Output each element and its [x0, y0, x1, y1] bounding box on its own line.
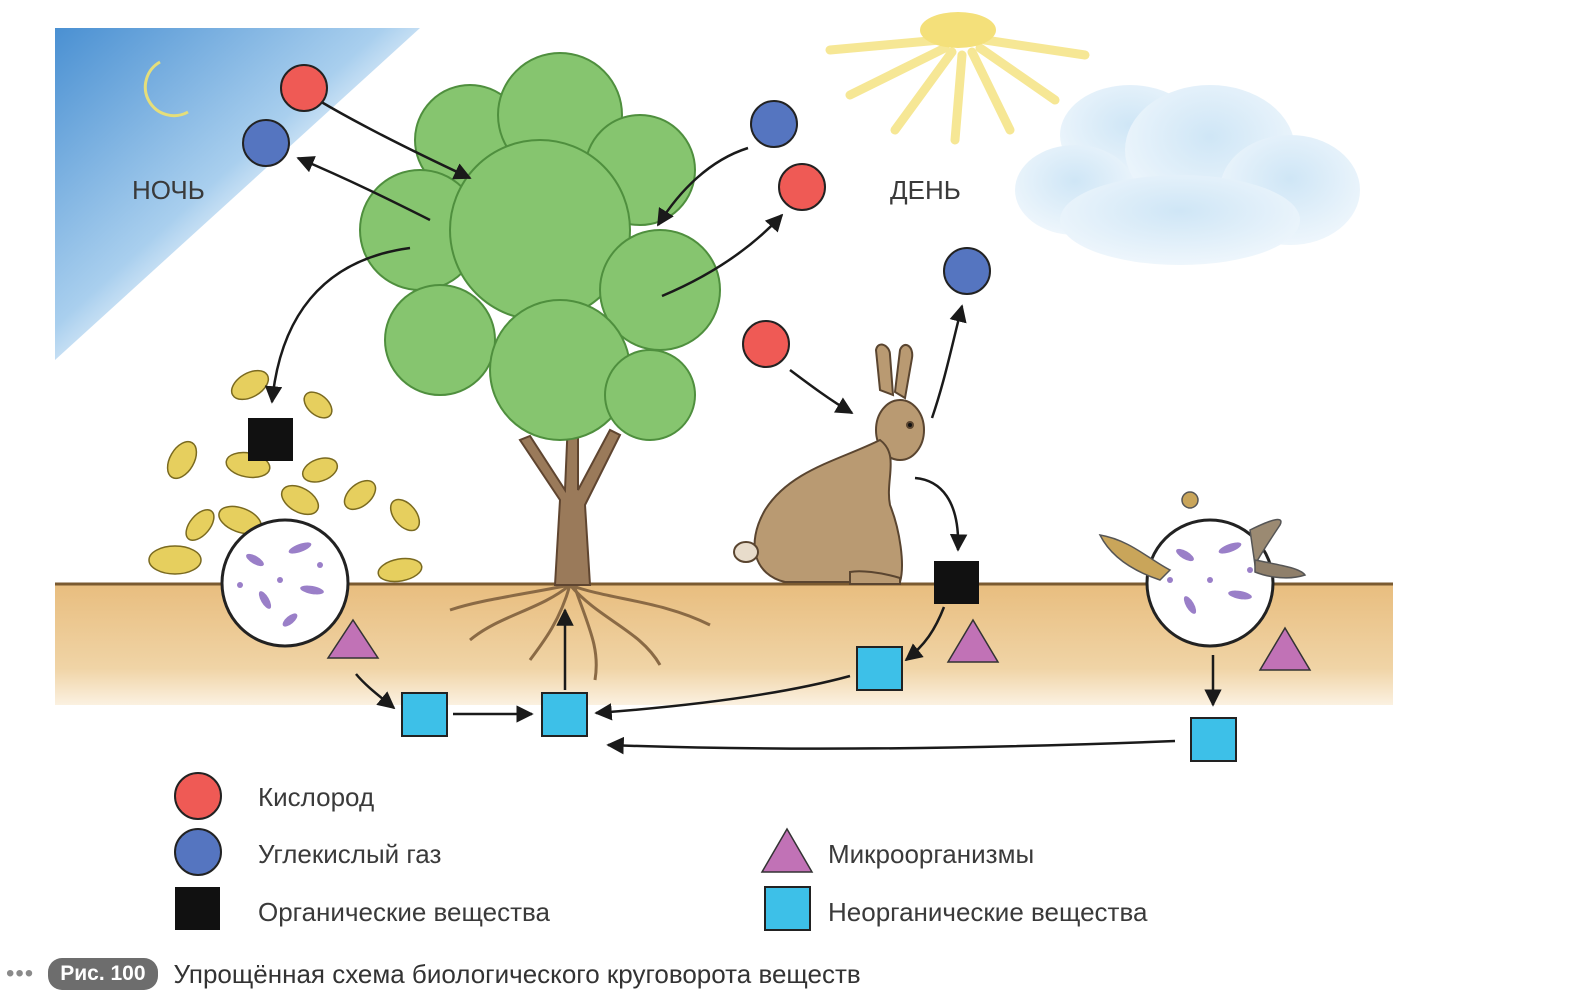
legend-microorganisms-swatch [760, 827, 814, 873]
organic-matter-marker [248, 418, 293, 461]
sun-disc [920, 12, 996, 48]
hare [733, 343, 925, 585]
caption-dots: ••• [6, 960, 35, 987]
legend-organic-label: Органические вещества [258, 897, 550, 927]
legend-oxygen-label: Кислород [258, 782, 374, 812]
legend-co2-swatch [174, 828, 222, 876]
oxygen-marker [280, 64, 328, 112]
figure-caption: ••• Рис. 100 Упрощённая схема биологичес… [0, 950, 861, 998]
arrows [264, 98, 1222, 755]
co2-marker [750, 100, 798, 148]
legend-microorganisms-label: Микроорганизмы [828, 839, 1034, 869]
substance-markers [242, 64, 1312, 762]
microorganism-magnifier-right [1145, 518, 1275, 648]
figure-number-badge: Рис. 100 [48, 958, 158, 990]
sun-icon [825, 35, 1090, 145]
organic-matter-marker [934, 561, 979, 604]
microorganisms-marker [326, 618, 380, 659]
night-sky [55, 28, 420, 360]
legend: Кислород Углекислый газ Органические вещ… [174, 772, 1148, 931]
microorganisms-marker [1258, 626, 1312, 671]
day-label: ДЕНЬ [890, 175, 961, 205]
inorganic-matter-marker [1190, 717, 1237, 762]
cloud [1015, 85, 1360, 265]
inorganic-matter-marker [856, 646, 903, 691]
microorganism-magnifier-left [220, 518, 350, 648]
night-label: НОЧЬ [132, 175, 205, 205]
co2-marker [943, 247, 991, 295]
caption-text: Упрощённая схема биологического круговор… [173, 958, 861, 989]
oxygen-marker [778, 163, 826, 211]
legend-organic-swatch [175, 887, 220, 930]
legend-inorganic-swatch [764, 886, 811, 931]
legend-oxygen-swatch [174, 772, 222, 820]
inorganic-matter-marker [541, 692, 588, 737]
tree-crown [359, 52, 721, 441]
microorganisms-marker [946, 618, 1000, 663]
tree-trunk [518, 419, 622, 586]
legend-co2-label: Углекислый газ [258, 839, 441, 869]
dead-bird [1098, 491, 1307, 581]
legend-inorganic-label: Неорганические вещества [828, 897, 1148, 927]
tree-roots [449, 583, 711, 681]
co2-marker [242, 119, 290, 167]
oxygen-marker [742, 320, 790, 368]
moon-icon [143, 60, 189, 118]
inorganic-matter-marker [401, 692, 448, 737]
